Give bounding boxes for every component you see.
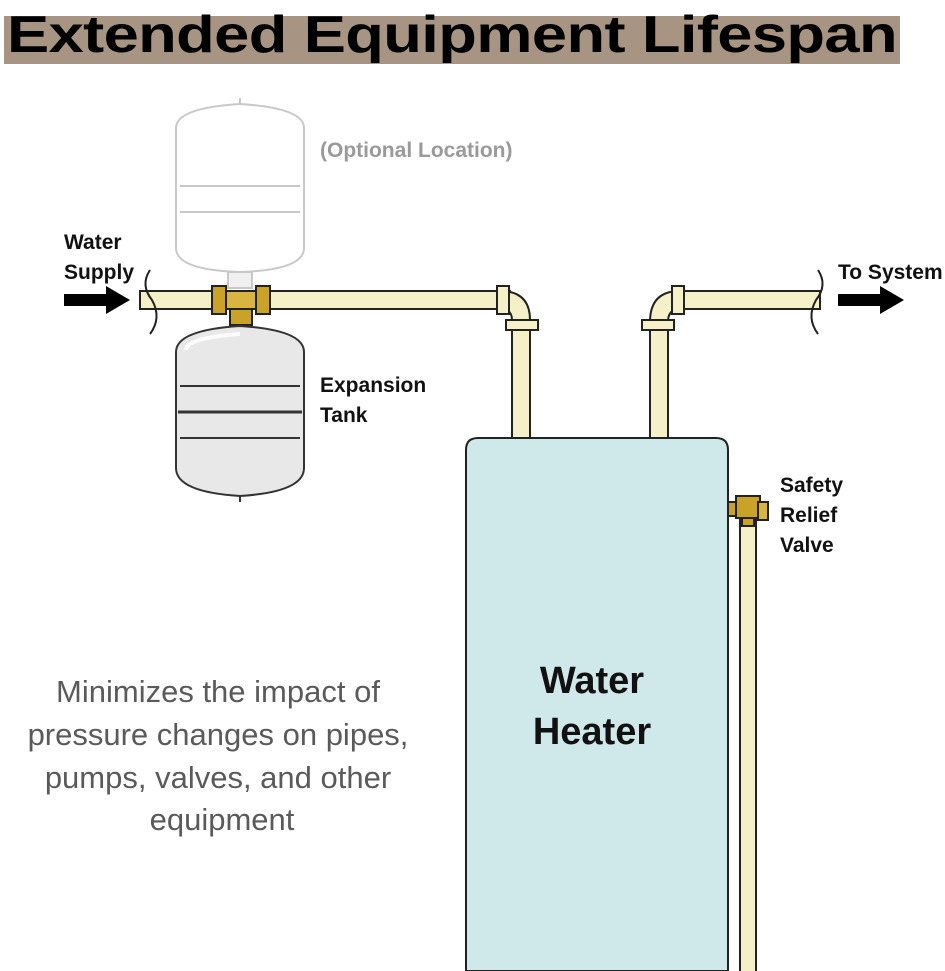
- title-bar: [4, 16, 900, 64]
- expansion-tank-label-1: Expansion: [320, 374, 426, 397]
- safety-relief-label-1: Safety: [780, 474, 843, 497]
- page-title: Extended Equipment Lifespan: [7, 6, 897, 64]
- safety-relief-label-3: Valve: [780, 534, 834, 557]
- safety-relief-valve: [727, 495, 769, 971]
- expansion-tank-label-2: Tank: [320, 404, 368, 427]
- description-line-2: pressure changes on pipes,: [28, 717, 409, 752]
- description-line-4: equipment: [150, 802, 295, 837]
- optional-expansion-tank: [175, 98, 305, 289]
- description: Minimizes the impact of pressure changes…: [28, 674, 409, 837]
- description-line-3: pumps, valves, and other: [45, 760, 391, 795]
- to-system-arrow-icon: [838, 286, 904, 314]
- brass-tee-fitting: [211, 285, 271, 326]
- to-system-label: To System: [838, 261, 943, 284]
- water-heater-label-2: Heater: [533, 711, 651, 753]
- water-supply-label-2: Supply: [64, 261, 134, 284]
- description-line-1: Minimizes the impact of: [56, 674, 380, 709]
- optional-location-label: (Optional Location): [320, 139, 512, 162]
- water-heater: [465, 437, 729, 971]
- water-heater-label-1: Water: [540, 660, 644, 702]
- water-supply-label-1: Water: [64, 231, 122, 254]
- outlet-pipe: [641, 269, 824, 441]
- expansion-tank: [175, 324, 305, 502]
- safety-relief-label-2: Relief: [780, 504, 838, 527]
- water-supply-arrow-icon: [64, 286, 130, 314]
